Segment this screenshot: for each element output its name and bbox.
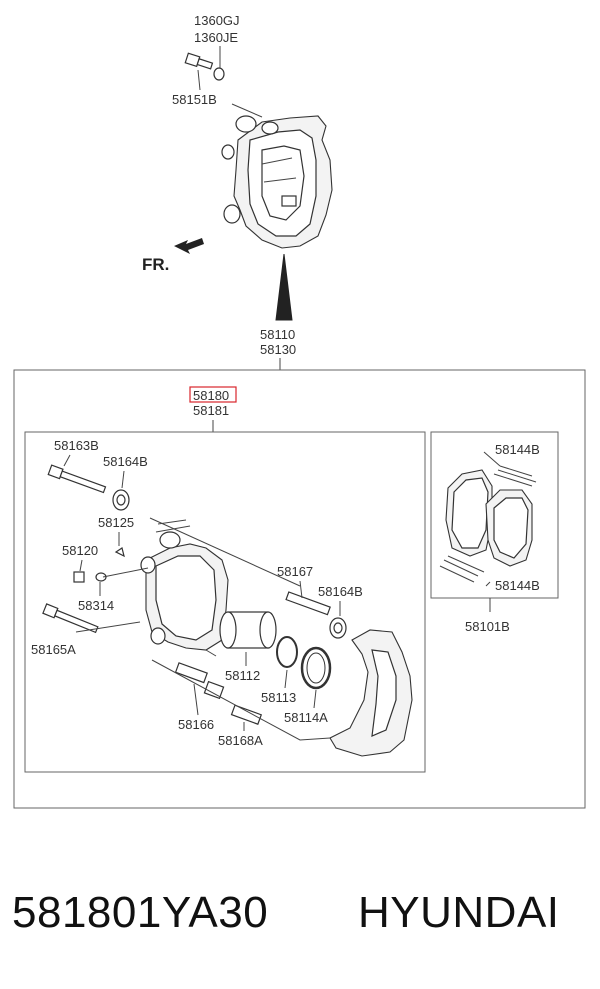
part-number-text: 581801YA30	[12, 888, 269, 937]
assembly-outer-box	[13, 369, 586, 809]
label-58168a: 58168A	[218, 733, 263, 748]
label-58125: 58125	[98, 515, 134, 530]
label-58113: 58113	[261, 690, 296, 705]
footer-caption: 581801YA30 HYUNDAI	[0, 880, 600, 950]
label-1360je: 1360JE	[194, 30, 238, 45]
label-58144b-bottom: 58144B	[495, 578, 540, 593]
brake-pads-illustration	[439, 451, 537, 587]
label-58144b-top: 58144B	[495, 442, 540, 457]
highlight-box-58180	[189, 386, 237, 403]
label-58165a: 58165A	[31, 642, 76, 657]
exploded-parts-diagram: 1360GJ 1360JE 58151B FR. 58110 58130 581…	[13, 13, 586, 809]
label-58110: 58110	[260, 327, 295, 342]
label-58163b: 58163B	[54, 438, 99, 453]
label-58180: 58180	[193, 388, 229, 403]
pad-labels: 58144B 58144B 58101B	[465, 442, 540, 634]
label-58164b-right: 58164B	[318, 584, 363, 599]
label-58120: 58120	[62, 543, 98, 558]
label-58314: 58314	[78, 598, 114, 613]
label-58112: 58112	[225, 668, 260, 683]
label-58166: 58166	[178, 717, 214, 732]
label-1360gj: 1360GJ	[194, 13, 240, 28]
label-fr-direction: FR.	[142, 255, 169, 274]
label-58181: 58181	[193, 403, 229, 418]
label-58101b: 58101B	[465, 619, 510, 634]
pad-kit-box	[430, 431, 559, 599]
top-caliper-illustration	[174, 52, 333, 321]
caliper-labels: 58163B 58164B 58125 58120 58314 58165A 5…	[31, 438, 363, 748]
brand-text: HYUNDAI	[358, 888, 560, 937]
label-58151b: 58151B	[172, 92, 217, 107]
caliper-parts-illustration	[42, 464, 413, 757]
label-58164b-top: 58164B	[103, 454, 148, 469]
top-labels: 1360GJ 1360JE 58151B FR. 58110 58130	[142, 13, 296, 370]
caliper-subassembly-box	[24, 431, 426, 773]
label-58114a: 58114A	[284, 710, 328, 725]
label-58167: 58167	[277, 564, 313, 579]
label-58130: 58130	[260, 342, 296, 357]
